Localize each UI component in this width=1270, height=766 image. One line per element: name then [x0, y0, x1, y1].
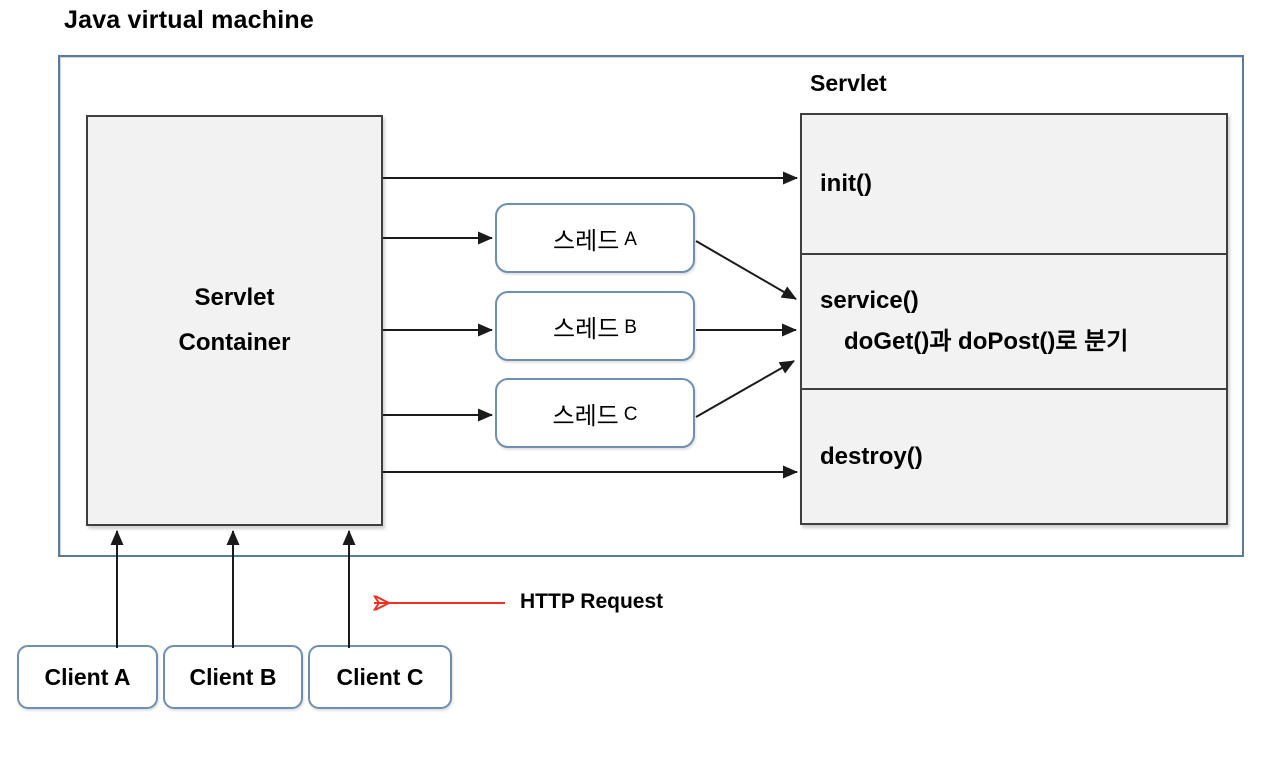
client-c-label: Client C [336, 663, 424, 690]
servlet-container-label-line1: Servlet [194, 284, 275, 312]
thread-c-label: 스레드 [552, 402, 619, 430]
jvm-title: Java virtual machine [64, 6, 314, 34]
thread-a-suffix: A [624, 228, 637, 250]
http-request-label: HTTP Request [520, 590, 664, 613]
destroy-label: destroy() [820, 442, 923, 470]
servlet-container-label-line2: Container [178, 328, 291, 356]
thread-c-suffix: C [623, 403, 638, 425]
service-sublabel: doGet()과 doPost()로 분기 [844, 328, 1129, 355]
servlet-section-destroy: destroy() [802, 388, 1226, 523]
client-a-box: Client A [17, 645, 158, 709]
client-c-box: Client C [308, 645, 452, 709]
client-a-label: Client A [44, 663, 131, 690]
servlet-title: Servlet [810, 70, 887, 96]
thread-c-box: 스레드 C [495, 378, 695, 448]
thread-b-label: 스레드 [553, 315, 620, 343]
servlet-container-box: Servlet Container [86, 115, 383, 526]
thread-a-label: 스레드 [553, 227, 620, 255]
jvm-boundary-box [58, 55, 1244, 557]
service-label: service() [820, 287, 919, 314]
init-label: init() [820, 170, 872, 197]
client-b-box: Client B [163, 645, 303, 709]
servlet-section-service: service() doGet()과 doPost()로 분기 [802, 253, 1226, 388]
servlet-section-init: init() [802, 115, 1226, 253]
thread-b-suffix: B [624, 316, 637, 338]
client-b-label: Client B [189, 663, 277, 690]
thread-a-box: 스레드 A [495, 203, 695, 273]
servlet-box: init() service() doGet()과 doPost()로 분기 d… [800, 113, 1228, 525]
thread-b-box: 스레드 B [495, 291, 695, 361]
